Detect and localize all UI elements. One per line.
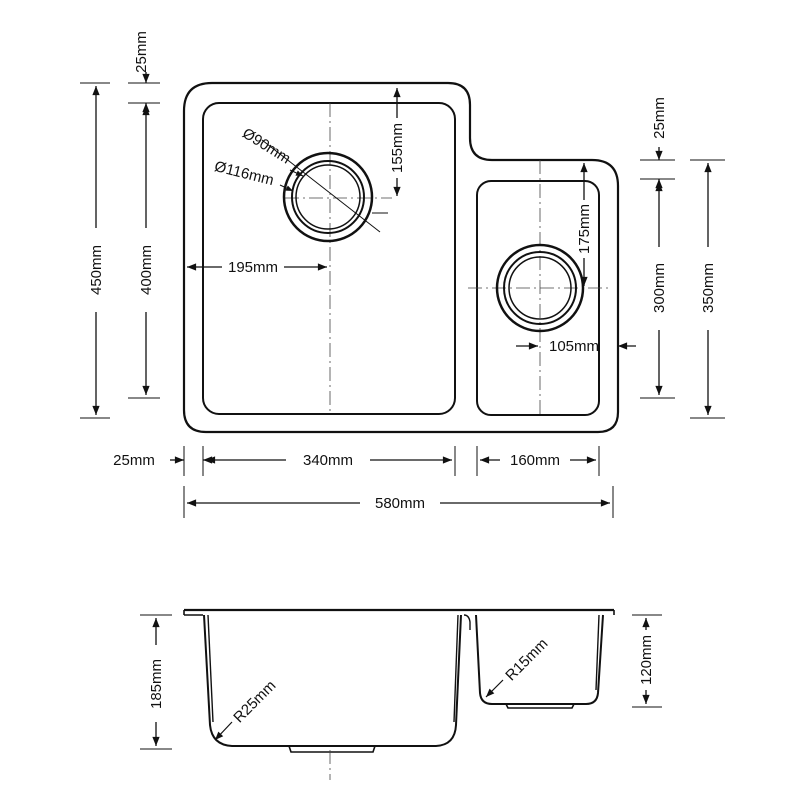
main-waste: [282, 151, 374, 243]
dim-label-overall-height: 450mm: [88, 245, 105, 295]
dim-label-main-depth: 185mm: [148, 659, 165, 709]
section-main-waste: [288, 745, 376, 753]
plan-view: 25mm 450mm 400mm 155mm Ø90mm Ø116mm 195m…: [80, 31, 725, 518]
dim-label-main-bowl-width: 340mm: [303, 452, 353, 469]
dim-label-small-overall-height: 350mm: [700, 263, 717, 313]
small-bowl-outline: [476, 180, 600, 416]
dim-label-flange-top: 25mm: [133, 31, 150, 73]
dim-label-small-bowl-height: 300mm: [651, 263, 668, 313]
diameter-leader-line: [261, 139, 381, 233]
section-small-waste: [505, 703, 575, 709]
dim-label-small-waste-offset-side: 105mm: [549, 338, 599, 355]
dim-label-small-flange-top: 25mm: [651, 97, 668, 139]
section-main-bowl-inner: [453, 614, 459, 723]
dim-label-small-bowl-width: 160mm: [510, 452, 560, 469]
sink-outer-outline: [182, 81, 620, 434]
section-small-bowl-inner: [595, 614, 600, 691]
dim-label-small-waste-offset-top: 175mm: [576, 204, 593, 254]
dim-label-waste-outer-dia: Ø116mm: [213, 158, 276, 189]
section-main-bowl-inner: [207, 614, 214, 723]
main-bowl-outline: [202, 102, 456, 415]
dim-label-waste-offset-side: 195mm: [228, 259, 278, 276]
dim-label-flange-side: 25mm: [113, 452, 155, 469]
diameter-inner-arrow: [289, 169, 304, 177]
section-main-bowl: [203, 614, 462, 747]
diameter-outer-arrow: [279, 184, 294, 192]
radius-leader-main: [214, 721, 233, 741]
dim-label-small-radius: R15mm: [502, 635, 551, 684]
section-small-bowl: [475, 614, 604, 705]
radius-leader-small: [485, 679, 504, 698]
small-waste: [495, 243, 585, 333]
dim-label-overall-width: 580mm: [375, 495, 425, 512]
dim-label-main-radius: R25mm: [230, 677, 279, 726]
dim-label-waste-inner-dia: Ø90mm: [239, 125, 293, 168]
section-divider: [463, 614, 471, 630]
dim-label-main-bowl-height: 400mm: [138, 245, 155, 295]
section-view: 185mm R25mm R15mm 120mm: [140, 608, 662, 780]
dim-label-small-depth: 120mm: [638, 635, 655, 685]
dim-label-waste-offset-top: 155mm: [389, 123, 406, 173]
